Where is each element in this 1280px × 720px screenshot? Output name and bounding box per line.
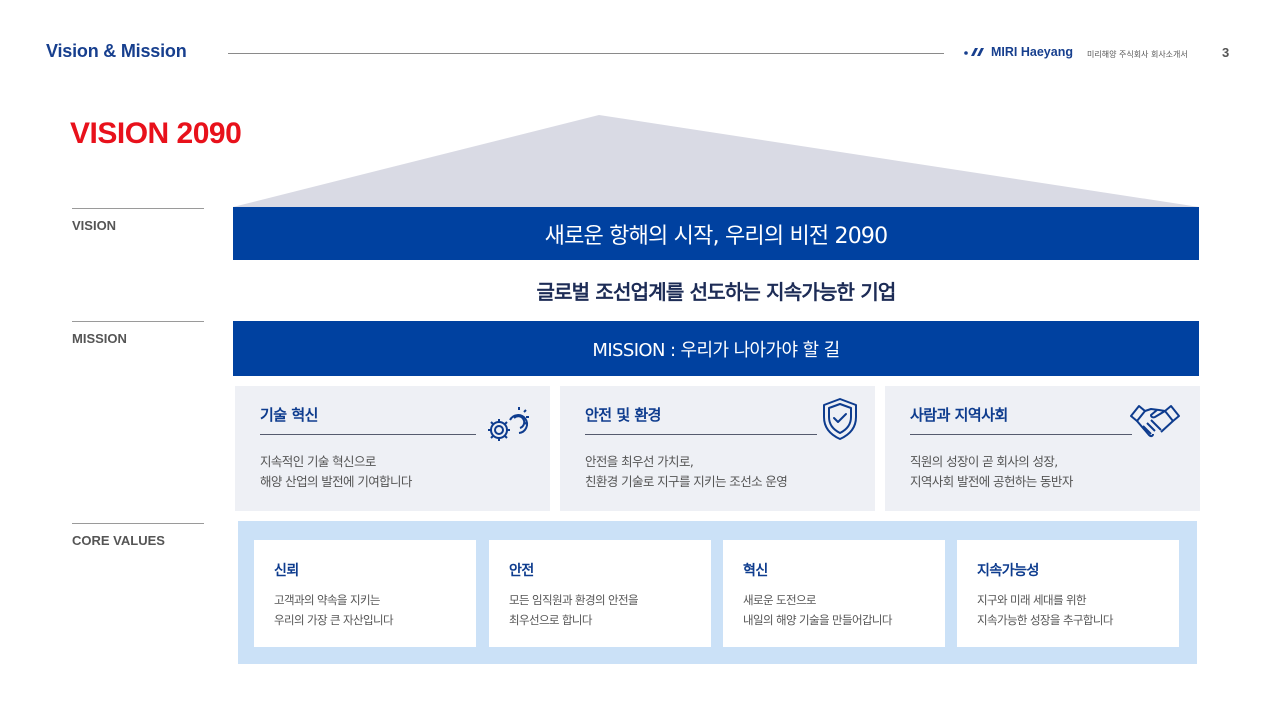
- card-divider: [260, 434, 476, 435]
- core-value-card-trust: 신뢰 고객과의 약속을 지키는 우리의 가장 큰 자산입니다: [254, 540, 476, 647]
- mission-card-title: 안전 및 환경: [585, 406, 661, 424]
- logo-mark-icon: [964, 48, 984, 56]
- mission-card-desc: 안전을 최우선 가치로, 친환경 기술로 지구를 지키는 조선소 운영: [585, 454, 788, 489]
- section-title: Vision & Mission: [46, 41, 187, 61]
- mission-card-people: 사람과 지역사회 직원의 성장이 곧 회사의 성장, 지역사회 발전에 공헌하는…: [885, 386, 1200, 511]
- label-mission: MISSION: [72, 321, 204, 346]
- label-vision: VISION: [72, 208, 204, 233]
- vision-headline: 새로운 항해의 시작, 우리의 비전 2090: [544, 223, 888, 249]
- vision-statement: 글로벌 조선업계를 선도하는 지속가능한 기업: [536, 280, 896, 304]
- header-divider: [228, 53, 944, 54]
- core-value-card-safety: 안전 모든 임직원과 환경의 안전을 최우선으로 합니다: [489, 540, 711, 647]
- core-value-title: 안전: [509, 563, 534, 579]
- mission-banner: MISSION : 우리가 나아가야 할 길: [233, 321, 1199, 376]
- vision-banner: 새로운 항해의 시작, 우리의 비전 2090: [233, 207, 1199, 260]
- mission-headline: MISSION : 우리가 나아가야 할 길: [592, 339, 840, 361]
- core-value-desc: 새로운 도전으로 내일의 해양 기술을 만들어갑니다: [743, 593, 892, 627]
- core-value-card-sustainability: 지속가능성 지구와 미래 세대를 위한 지속가능한 성장을 추구합니다: [957, 540, 1179, 647]
- company-logo: MIRI Haeyang: [964, 45, 1073, 59]
- mission-card-desc: 직원의 성장이 곧 회사의 성장, 지역사회 발전에 공헌하는 동반자: [910, 454, 1073, 489]
- core-value-title: 지속가능성: [977, 563, 1039, 579]
- mission-card-tech: 기술 혁신 지속적인 기술 혁신으로 해양 산업의 발전에 기여합니다: [235, 386, 550, 511]
- core-value-title: 혁신: [743, 563, 768, 579]
- card-divider: [585, 434, 817, 435]
- roof-shape: [233, 115, 1199, 207]
- core-value-card-innovation: 혁신 새로운 도전으로 내일의 해양 기술을 만들어갑니다: [723, 540, 945, 647]
- handshake-icon: [1130, 405, 1180, 438]
- logo-text: MIRI Haeyang: [991, 45, 1073, 59]
- mission-card-title: 사람과 지역사회: [910, 406, 1008, 424]
- core-value-desc: 모든 임직원과 환경의 안전을 최우선으로 합니다: [509, 593, 639, 627]
- mission-card-safety: 안전 및 환경 안전을 최우선 가치로, 친환경 기술로 지구를 지키는 조선소…: [560, 386, 875, 511]
- core-value-title: 신뢰: [274, 563, 299, 579]
- label-core-values: CORE VALUES: [72, 523, 204, 548]
- document-name: 미리해양 주식회사 회사소개서: [1087, 50, 1188, 59]
- core-value-desc: 고객과의 약속을 지키는 우리의 가장 큰 자산입니다: [274, 593, 394, 627]
- page-number: 3: [1222, 45, 1230, 60]
- core-value-desc: 지구와 미래 세대를 위한 지속가능한 성장을 추구합니다: [977, 593, 1113, 627]
- mission-card-desc: 지속적인 기술 혁신으로 해양 산업의 발전에 기여합니다: [260, 454, 412, 489]
- shield-check-icon: [823, 398, 857, 440]
- mission-card-title: 기술 혁신: [260, 406, 318, 424]
- gears-icon: [488, 407, 529, 441]
- page-title: VISION 2090: [70, 117, 242, 150]
- card-divider: [910, 434, 1132, 435]
